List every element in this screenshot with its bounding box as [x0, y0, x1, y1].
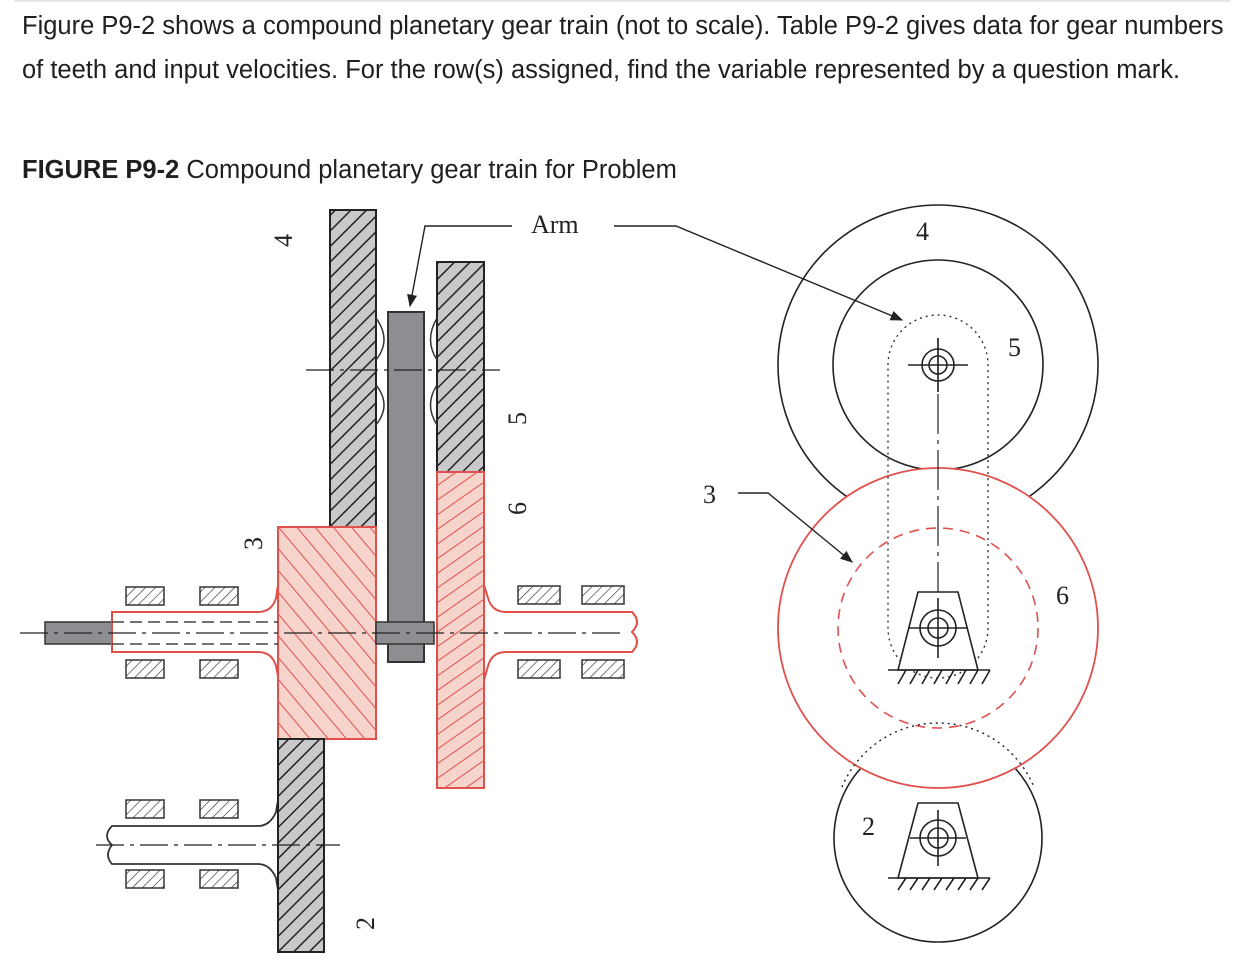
label-gear5-side: 5 — [503, 412, 532, 425]
label-arm: Arm — [531, 210, 579, 239]
gear-6-section — [436, 471, 485, 789]
label-gear4-side: 4 — [269, 234, 298, 247]
top-divider — [14, 0, 1230, 2]
label-gear2-side: 2 — [351, 917, 380, 930]
gear-5-section — [429, 261, 485, 473]
label-gear3-side: 3 — [239, 537, 268, 550]
pivot-gear5 — [908, 338, 968, 392]
bearings-output-shaft — [517, 585, 625, 679]
pivot-support-gear3 — [888, 591, 991, 685]
bearings-gear2-shaft — [125, 799, 239, 889]
problem-statement: Figure P9-2 shows a compound planetary g… — [22, 12, 1224, 84]
arm-leader-right — [614, 225, 904, 321]
gear3-leader — [738, 492, 853, 563]
gear-train-figure: Arm 4 5 6 3 2 — [20, 204, 1099, 953]
label-gear4-end: 4 — [916, 217, 929, 246]
figure-id: FIGURE P9-2 — [22, 156, 180, 184]
label-gear3-end: 3 — [703, 480, 716, 509]
center-lines — [20, 369, 620, 846]
pivot-support-gear2 — [888, 802, 991, 891]
arm-section — [387, 311, 425, 663]
label-gear6-end: 6 — [1056, 581, 1069, 610]
arm-leader-left — [407, 225, 512, 308]
figure-caption: FIGURE P9-2 Compound planetary gear trai… — [22, 150, 677, 190]
gear-4-section — [329, 209, 385, 529]
label-gear2-end: 2 — [862, 812, 875, 841]
gear-3-circle — [837, 527, 1039, 729]
bearings-input-shaft — [125, 586, 239, 679]
figure-title: Compound planetary gear train for Proble… — [186, 156, 677, 184]
label-gear5-end: 5 — [1008, 333, 1021, 362]
label-gear6-side: 6 — [503, 502, 532, 515]
